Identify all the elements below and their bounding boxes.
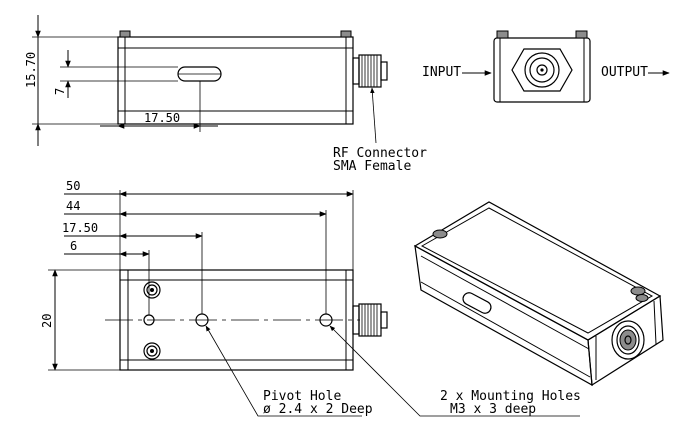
side-view: 50 44 17.50 6 20 Pivot Hole ø 2.4 x 2 De… (40, 179, 581, 417)
input-label: INPUT (422, 65, 461, 80)
sma-connector-top (352, 54, 388, 88)
dim-slot-width: 7 (53, 88, 67, 95)
top-view: 15.70 7 17.50 RF Connector SMA Female (24, 15, 427, 174)
dim-height-side: 20 (40, 314, 54, 328)
isometric-view (413, 201, 664, 387)
dim-overall-length: 50 (66, 179, 80, 193)
pivot-note-line2: ø 2.4 x 2 Deep (263, 402, 373, 417)
mount-note-line2: M3 x 3 deep (450, 402, 536, 417)
dim-height-top: 15.70 (24, 52, 38, 88)
connector-note-line1: RF Connector (333, 146, 427, 161)
mount-note-line1: 2 x Mounting Holes (440, 389, 581, 404)
iso-slot (462, 292, 492, 314)
dim-pivot: 17.50 (62, 221, 98, 235)
output-label: OUTPUT (601, 65, 648, 80)
end-view: INPUT OUTPUT (422, 30, 670, 103)
connector-note-line2: SMA Female (333, 159, 411, 174)
stud-lower (143, 342, 161, 360)
sma-connector-side (352, 303, 388, 337)
pivot-note-line1: Pivot Hole (263, 389, 341, 404)
dim-mount1: 6 (70, 239, 77, 253)
sma-hex-nut (511, 48, 573, 92)
dim-slot-offset: 17.50 (144, 111, 180, 125)
stud-upper (143, 281, 161, 299)
sma-connector-iso (611, 320, 645, 360)
dim-mount2: 44 (66, 199, 80, 213)
